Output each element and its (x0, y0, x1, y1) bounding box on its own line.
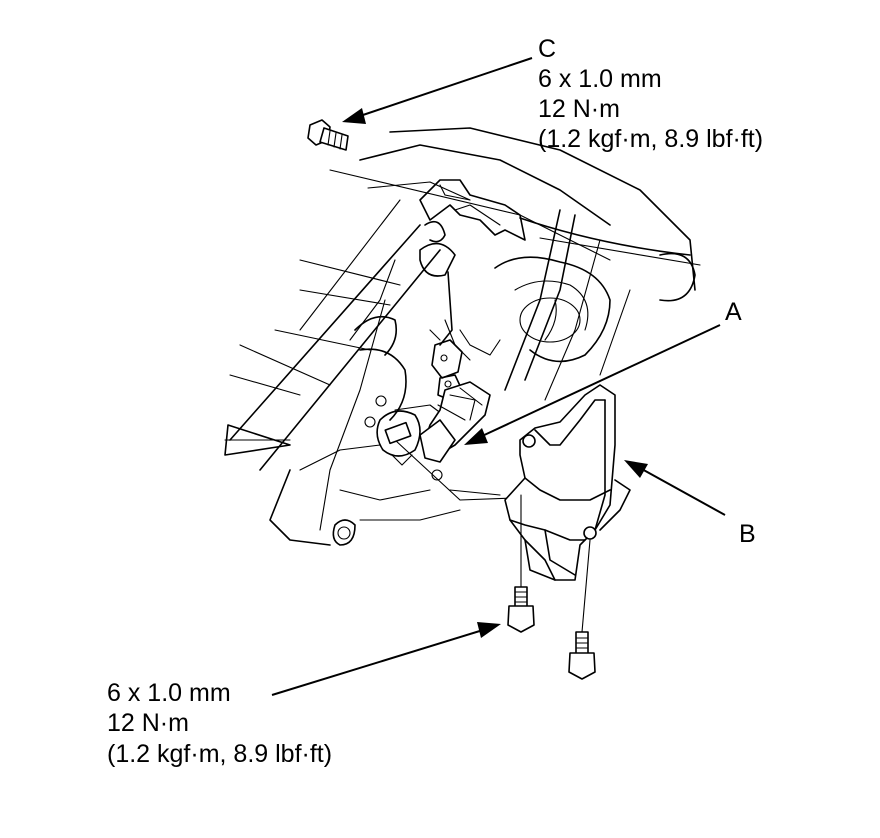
leader-c (342, 57, 533, 124)
callout-c-letter: C (538, 35, 556, 63)
leader-b (624, 460, 726, 516)
callout-c-size: 6 x 1.0 mm (538, 65, 662, 93)
callout-c-torque: 12 N·m (538, 95, 620, 123)
callout-c-torque-alt: (1.2 kgf·m, 8.9 lbf·ft) (538, 125, 763, 153)
callout-c: C 6 x 1.0 mm 12 N·m (1.2 kgf·m, 8.9 lbf·… (538, 35, 763, 153)
leader-bottom (271, 622, 501, 696)
bolt-lower-left (507, 494, 535, 633)
sensor-connector-a (419, 381, 491, 463)
bolt-c (307, 119, 349, 151)
callout-bottom-torque-alt: (1.2 kgf·m, 8.9 lbf·ft) (107, 740, 332, 768)
callout-bottom-torque: 12 N·m (107, 709, 189, 737)
bolt-lower-right (568, 539, 596, 680)
callout-a-letter: A (725, 298, 742, 326)
callout-bottom: 6 x 1.0 mm 12 N·m (1.2 kgf·m, 8.9 lbf·ft… (107, 679, 332, 768)
leader-a (464, 324, 721, 445)
engine-block (224, 127, 701, 546)
callout-bottom-size: 6 x 1.0 mm (107, 679, 231, 707)
callout-b-letter: B (739, 520, 756, 548)
cover-bracket-b (504, 384, 631, 581)
